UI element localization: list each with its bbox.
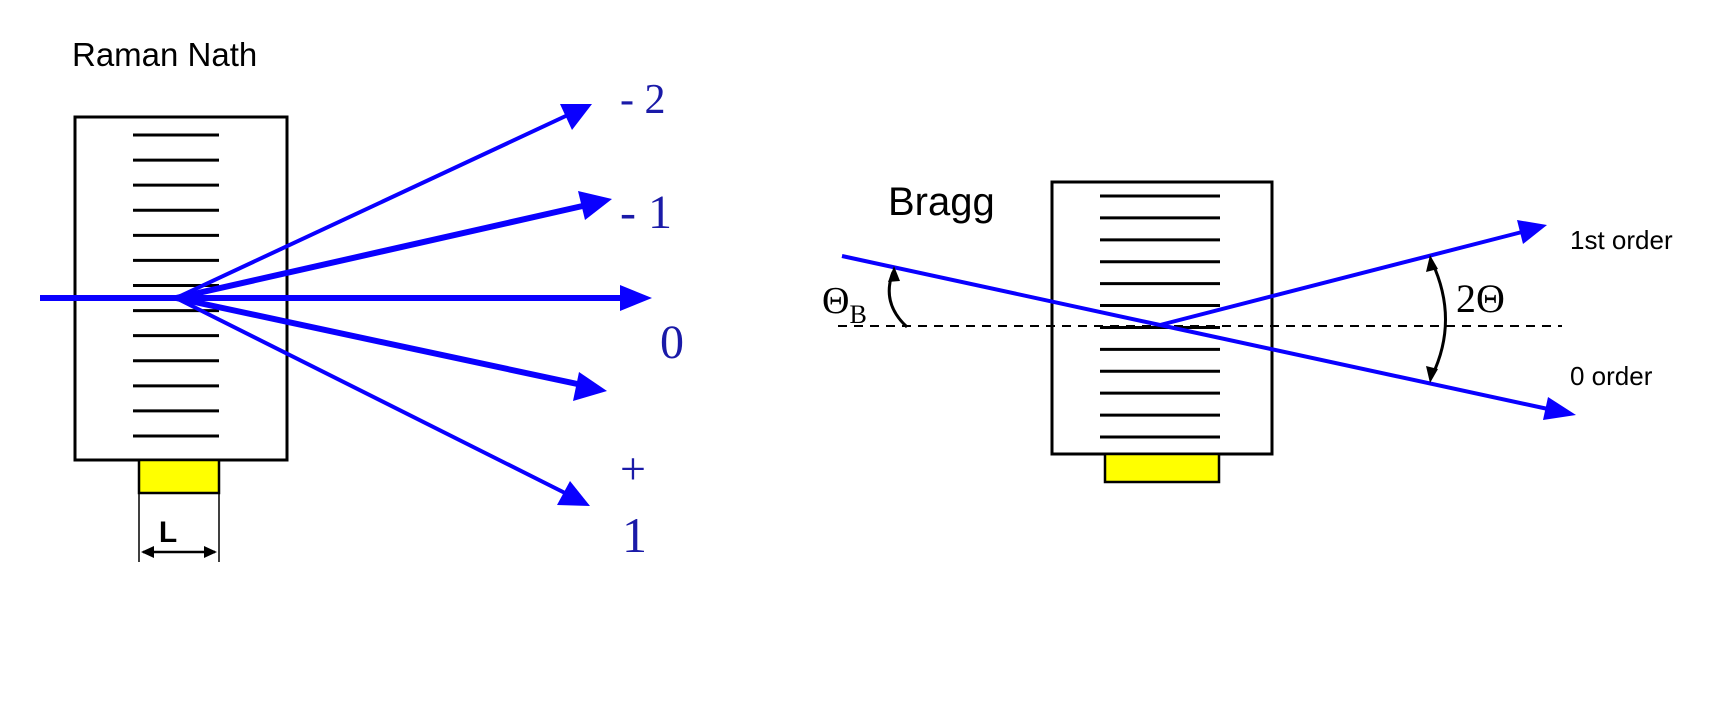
two-theta-marker <box>1426 255 1447 383</box>
order-minus1-beam <box>175 202 588 301</box>
zero-order-arrowhead <box>1543 397 1576 420</box>
order-zero-label: 0 <box>660 316 684 369</box>
order-minus2-arrowhead <box>560 104 592 130</box>
zero-order-label: 0 order <box>1570 361 1653 391</box>
length-label: L <box>159 516 177 549</box>
raman-nath-panel: Raman Nath L <box>40 36 684 563</box>
first-order-arrowhead <box>1517 220 1547 244</box>
raman-nath-title: Raman Nath <box>72 36 257 73</box>
zero-order-beam <box>1159 323 1549 411</box>
bragg-panel: Bragg ΘB 2Θ <box>822 180 1673 484</box>
first-order-label: 1st order <box>1570 225 1673 255</box>
order-minus1-label: - 1 <box>620 186 672 239</box>
bragg-acoustic-wavefronts <box>1100 194 1220 439</box>
order-plus2-arrowhead <box>557 481 590 506</box>
length-dimension: L <box>138 493 220 562</box>
order-plus1-sign: + <box>620 443 646 494</box>
raman-nath-transducer <box>137 458 221 495</box>
bragg-angle-marker <box>887 266 909 329</box>
two-theta-label: 2Θ <box>1456 276 1505 321</box>
bragg-beams <box>841 220 1576 420</box>
order-plus2-beam <box>175 296 568 496</box>
bragg-angle-label: ΘB <box>822 280 867 329</box>
order-minus1-arrowhead <box>578 191 612 220</box>
bragg-transducer <box>1103 452 1221 484</box>
raman-nath-acoustic-wavefronts <box>133 133 219 438</box>
order-plus1-number: 1 <box>622 507 647 563</box>
raman-nath-crystal <box>73 115 289 462</box>
bragg-crystal <box>1050 180 1274 456</box>
order-minus2-beam <box>175 112 571 300</box>
bragg-title: Bragg <box>888 180 995 224</box>
raman-nath-beams <box>40 104 652 506</box>
order-plus1-beam <box>175 295 583 388</box>
order-plus1-arrowhead <box>573 372 607 401</box>
first-order-beam <box>1159 230 1523 327</box>
order-zero-arrowhead <box>620 285 652 311</box>
order-minus2-label: - 2 <box>620 77 666 123</box>
bragg-incident-beam <box>841 254 1161 327</box>
